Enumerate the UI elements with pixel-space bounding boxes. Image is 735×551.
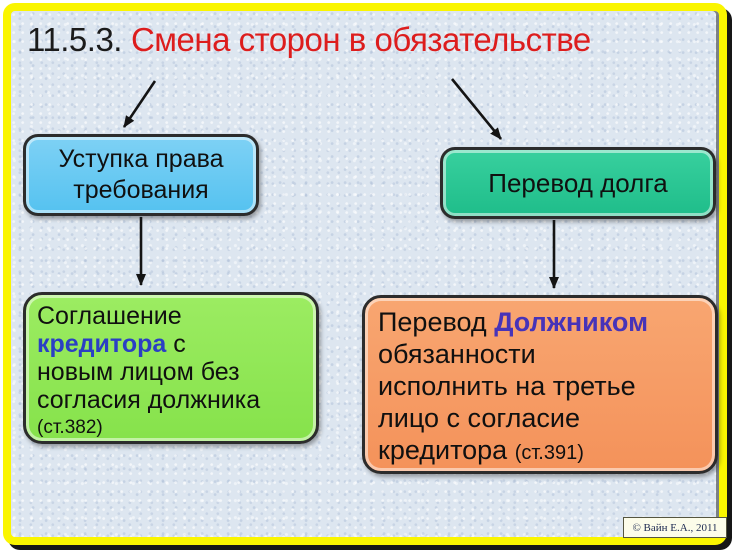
agreement-line2-rest: с [166, 330, 186, 358]
debtor-highlight: Должником [494, 307, 649, 337]
box-cession-line1: Уступка права [58, 145, 224, 173]
slide-content: 11.5.3.Смена сторон в обязательстве Усту… [11, 11, 727, 538]
agreement-line1: Соглашение [37, 302, 182, 330]
box-debtor-transfer-detail: Перевод Должником обязанности исполнить … [362, 295, 718, 474]
detail-line4: лицо с согласие [378, 403, 580, 433]
detail-line1-start: Перевод [378, 307, 495, 337]
box-debt-transfer: Перевод долга [440, 147, 716, 219]
title-section-number: 11.5.3. [27, 21, 122, 58]
box-cession-line2: требования [73, 176, 209, 204]
arrow-title-to-cession-icon [122, 80, 157, 128]
box-cession-of-claim: Уступка права требования [23, 134, 259, 216]
copyright-badge: © Вайн Е.А., 2011 [623, 517, 727, 538]
article-ref-391: (ст.391) [514, 442, 584, 464]
detail-line5-start: кредитора [378, 435, 515, 465]
title-text: Смена сторон в обязательстве [130, 21, 591, 58]
page-title: 11.5.3.Смена сторон в обязательстве [27, 21, 707, 59]
detail-line3: исполнить на третье [378, 371, 636, 401]
article-ref-382: (ст.382) [37, 417, 103, 438]
agreement-line3: новым лицом без [37, 358, 240, 386]
detail-line2: обязанности [378, 339, 536, 369]
box-debt-transfer-label: Перевод долга [488, 167, 668, 198]
agreement-line4: согласия должника [37, 386, 261, 414]
creditor-highlight: кредитора [37, 330, 167, 358]
agreement-line2: кредитора с [37, 330, 306, 358]
detail-line1: Перевод Должником [378, 306, 705, 338]
detail-line5: кредитора (ст.391) [378, 434, 705, 469]
box-creditor-agreement: Соглашение кредитора с новым лицом без с… [23, 292, 319, 444]
slide-frame: 11.5.3.Смена сторон в обязательстве Усту… [3, 3, 727, 545]
arrow-title-to-debt-transfer-icon [450, 78, 503, 140]
